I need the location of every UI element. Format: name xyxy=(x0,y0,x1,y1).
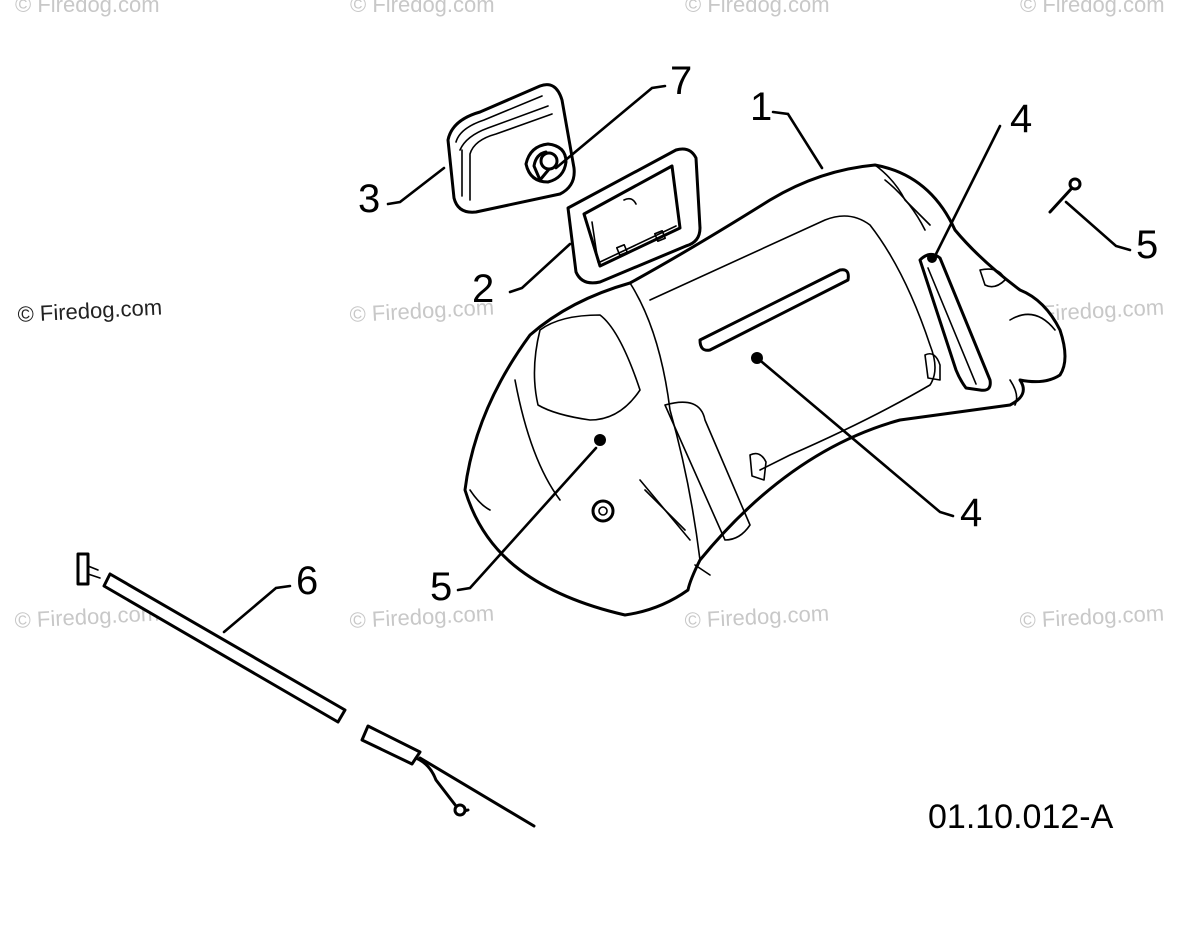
watermark-text: © Firedog.com xyxy=(350,0,495,17)
watermark-text: © Firedog.com xyxy=(684,600,830,633)
watermark-text: © Firedog.com xyxy=(349,600,495,633)
part-6-cable-rod xyxy=(76,552,536,828)
part-5-screw xyxy=(1048,177,1082,214)
part-2-filter-frame xyxy=(566,147,702,285)
part-3-filter-housing xyxy=(446,83,576,214)
watermark-text: © Firedog.com xyxy=(15,0,160,17)
leader-lines xyxy=(222,84,1132,634)
callout-6: 6 xyxy=(296,559,318,603)
callout-4-lower: 4 xyxy=(960,491,982,535)
callout-5-left: 5 xyxy=(430,565,452,609)
diagram-reference-id: 01.10.012-A xyxy=(928,798,1114,836)
callout-3: 3 xyxy=(358,177,380,221)
watermark-main-text: © Firedog.com xyxy=(17,294,163,327)
watermark-text: © Firedog.com xyxy=(685,0,830,17)
callout-4-upper: 4 xyxy=(1010,97,1032,141)
callout-5-right: 5 xyxy=(1136,223,1158,267)
callout-1: 1 xyxy=(750,85,772,129)
part-1-cover xyxy=(463,163,1067,617)
callout-7: 7 xyxy=(670,59,692,103)
callouts: 1 7 3 2 4 4 5 5 6 xyxy=(296,59,1158,609)
watermark-text: © Firedog.com xyxy=(1019,600,1165,633)
watermark-text: © Firedog.com xyxy=(1020,0,1165,17)
callout-2: 2 xyxy=(472,267,494,311)
